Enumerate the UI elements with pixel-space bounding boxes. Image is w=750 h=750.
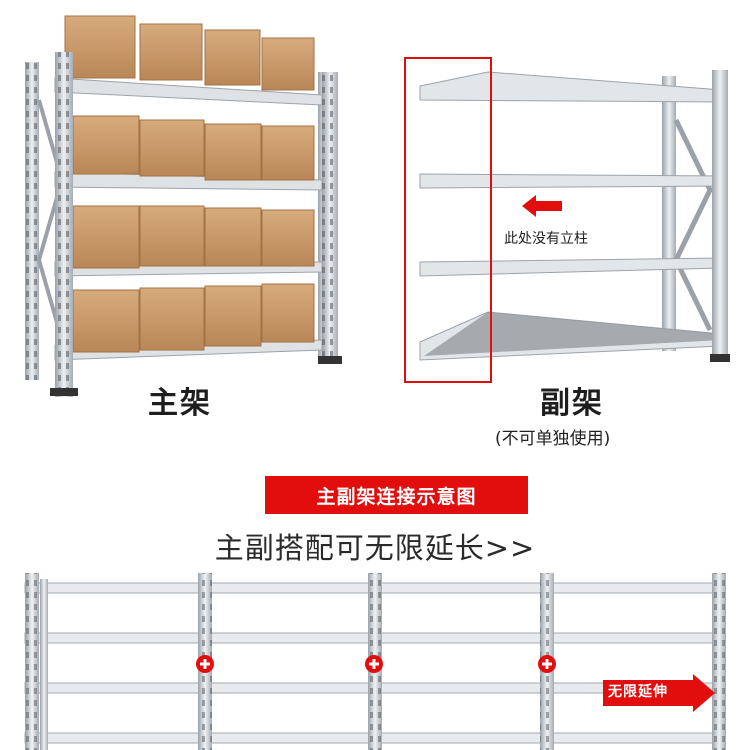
main-rack-label: 主架 bbox=[148, 386, 212, 421]
extend-subtitle: 主副搭配可无限延长>> bbox=[214, 531, 536, 565]
arrow-left-icon bbox=[522, 195, 562, 217]
missing-post-highlight bbox=[404, 57, 492, 383]
connection-diagram-banner: 主副架连接示意图 bbox=[265, 476, 528, 514]
extended-rack-illustration bbox=[24, 573, 726, 750]
expand-label: 无限延伸 bbox=[608, 684, 668, 700]
plus-circle-icon bbox=[538, 655, 556, 673]
sub-rack-label: 副架 bbox=[540, 386, 604, 421]
sub-rack-note: (不可单独使用) bbox=[495, 429, 611, 449]
carton-boxes bbox=[64, 15, 315, 353]
sub-rack-illustration bbox=[419, 70, 730, 362]
arrow-right-icon bbox=[603, 674, 715, 712]
callout-text: 此处没有立柱 bbox=[504, 231, 588, 247]
main-rack-illustration bbox=[25, 15, 342, 397]
plus-circle-icon bbox=[365, 655, 383, 673]
plus-circle-icon bbox=[196, 655, 214, 673]
